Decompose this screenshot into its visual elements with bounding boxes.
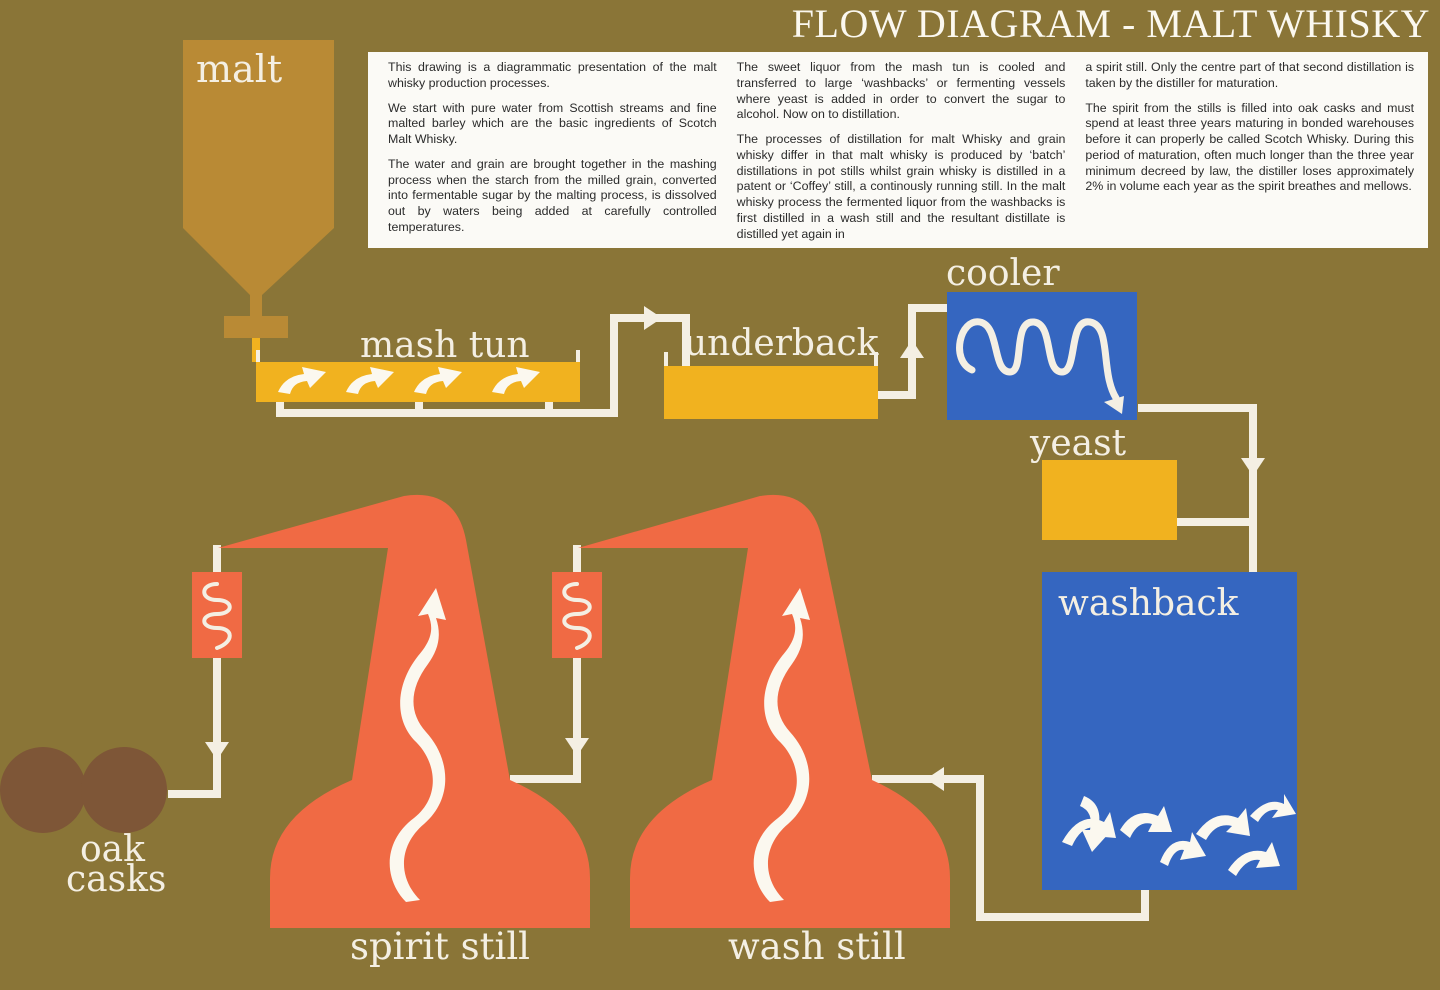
swirl-arrow-icon — [1228, 842, 1280, 876]
label-washback: washback — [1058, 583, 1239, 624]
label-yeast: yeast — [1030, 423, 1127, 464]
paragraph: The processes of distillation for malt W… — [736, 132, 1066, 241]
vapour-arrow-icon — [753, 588, 810, 902]
paragraph: We start with pure water from Scottish s… — [388, 100, 717, 147]
description-panel: This drawing is a diagrammatic presentat… — [368, 52, 1428, 248]
label-underback: underback — [684, 323, 879, 364]
swirl-arrow-icon — [1120, 806, 1172, 838]
arrow-down-icon — [205, 742, 229, 760]
description-column-3: a spirit still. Only the centre part of … — [1085, 60, 1414, 242]
description-column-1: This drawing is a diagrammatic presentat… — [388, 60, 717, 242]
label-cooler: cooler — [946, 253, 1060, 294]
label-mash-tun: mash tun — [360, 325, 530, 366]
condenser-coil-icon — [202, 582, 232, 650]
curved-arrow-icon — [414, 367, 462, 394]
oak-cask-icon — [81, 747, 167, 833]
mash-tun — [256, 350, 580, 402]
cooler — [947, 292, 1137, 420]
swirl-arrow-icon — [1160, 832, 1206, 866]
swirl-arrow-icon — [1196, 808, 1250, 840]
curved-arrow-icon — [278, 367, 326, 394]
pipe-network — [168, 304, 1257, 921]
label-oak-casks-line-1: oak — [80, 829, 145, 870]
oak-casks — [0, 747, 167, 833]
arrow-down-icon — [565, 738, 589, 756]
vapour-arrow-icon — [389, 588, 446, 902]
pipe-wash-condenser-outlet — [510, 657, 581, 783]
pipe-mashtun-to-underback — [276, 314, 690, 417]
label-malt: malt — [196, 47, 283, 91]
paragraph: This drawing is a diagrammatic presentat… — [388, 60, 717, 90]
arrow-down-right-icon — [1104, 396, 1124, 414]
swirl-arrow-icon — [1080, 796, 1110, 852]
arrow-up-icon — [900, 340, 924, 358]
oak-cask-icon — [0, 747, 86, 833]
condenser-coil-icon — [562, 582, 592, 650]
spirit-still — [192, 494, 590, 928]
arrow-down-icon — [1241, 458, 1265, 476]
cooling-coil-icon — [956, 318, 1120, 402]
label-oak-casks-line-2: casks — [66, 859, 167, 900]
fermentation-arrows — [1062, 794, 1296, 876]
label-wash-still: wash still — [728, 925, 906, 968]
pipe-spirit-condenser-to-casks — [168, 657, 221, 798]
hopper-icon — [183, 40, 334, 338]
yeast-tank-icon — [1042, 460, 1177, 540]
pot-still-icon — [578, 494, 950, 928]
washback — [1042, 572, 1297, 890]
paragraph: a spirit still. Only the centre part of … — [1085, 60, 1415, 90]
swirl-arrow-icon — [1062, 812, 1116, 846]
washback-vessel-icon — [1042, 572, 1297, 890]
curved-arrow-icon — [346, 367, 394, 394]
wash-still — [552, 494, 950, 928]
mash-tun-rims — [256, 350, 580, 362]
swirl-arrow-icon — [1250, 794, 1296, 822]
pipe-arrows — [205, 306, 1265, 791]
pipe-cooler-to-washback — [1138, 404, 1257, 572]
stirring-arrows — [278, 367, 540, 394]
diagram-title: FLOW DIAGRAM - MALT WHISKY — [791, 1, 1430, 46]
curved-arrow-icon — [492, 367, 540, 394]
label-spirit-still: spirit still — [350, 925, 531, 968]
spirit-condenser — [192, 572, 242, 658]
arrow-right-icon — [644, 306, 662, 330]
underback-tank-icon — [664, 366, 878, 419]
wash-condenser — [552, 572, 602, 658]
underback — [664, 352, 878, 419]
paragraph: The spirit from the stills is filled int… — [1085, 100, 1415, 194]
arrow-left-icon — [926, 767, 944, 791]
paragraph: The sweet liquor from the mash tun is co… — [736, 60, 1066, 122]
paragraph: The water and grain are brought together… — [388, 156, 717, 234]
description-column-2: The sweet liquor from the mash tun is co… — [737, 60, 1066, 242]
